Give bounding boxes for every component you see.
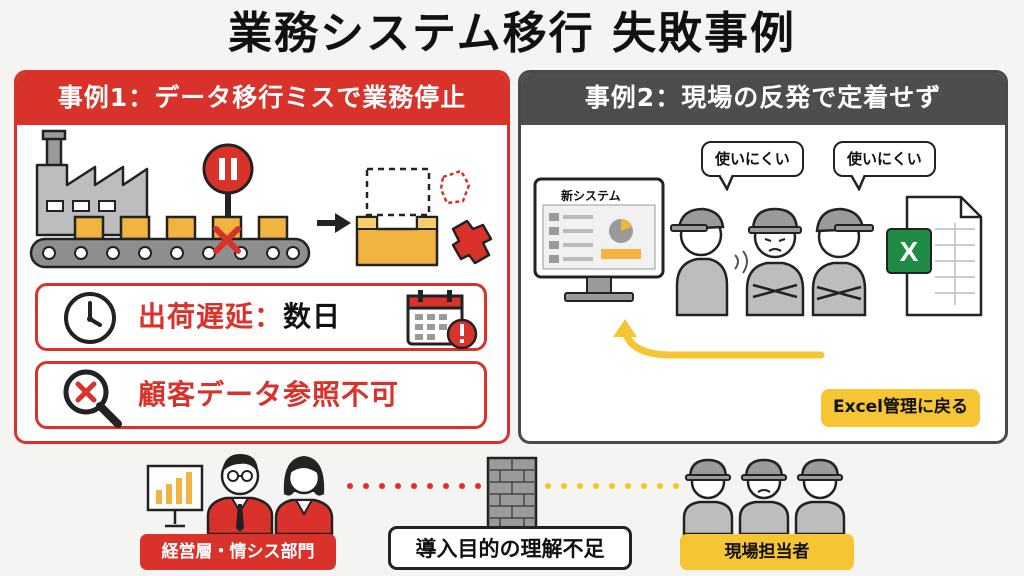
curved-arrow-icon	[613, 319, 825, 359]
case2-body: X 新システム 使いにくい 使いにくい Excel管理に戻る	[521, 125, 1005, 441]
worker-icon	[745, 207, 805, 317]
page-title: 業務システム移行 失敗事例	[228, 8, 796, 59]
case1-panel: 事例1：データ移行ミスで業務停止	[14, 70, 510, 444]
yellow-dotted-line	[545, 483, 679, 489]
worker-icon	[811, 207, 874, 317]
shipping-delay-text: 出荷遅延：数日	[138, 286, 341, 348]
calendar-alert-icon	[406, 290, 478, 350]
case2-heading: 事例2：現場の反発で定着せず	[521, 73, 1005, 125]
chart-board-icon	[146, 464, 204, 528]
case1-illustration	[29, 129, 493, 269]
shipping-delay-box: 出荷遅延：数日	[35, 283, 487, 351]
worker-icon	[794, 458, 846, 536]
bottom-illustration	[146, 454, 846, 536]
speech-bubble-1: 使いにくい	[701, 141, 804, 177]
case2-panel: 事例2：現場の反発で定着せず	[518, 70, 1008, 444]
puzzle-piece-icon	[439, 169, 493, 265]
case1-heading: 事例1：データ移行ミスで業務停止	[17, 73, 507, 125]
misunderstanding-label: 導入目的の理解不足	[388, 526, 632, 570]
worker-icon	[670, 207, 729, 317]
pause-icon	[202, 143, 254, 217]
manager-icon	[206, 454, 274, 536]
factory-icon	[35, 129, 149, 237]
magnifier-cross-icon	[63, 369, 122, 428]
shipping-delay-value: 数日	[283, 300, 342, 333]
arrow-right-icon	[317, 213, 351, 233]
bubble-tail-1	[717, 175, 735, 191]
worker-icon	[738, 458, 790, 536]
brick-wall-icon	[486, 456, 538, 532]
monitor-icon	[533, 177, 665, 302]
manager-icon	[274, 456, 334, 536]
conveyor-belt-icon	[29, 237, 311, 269]
management-label: 経営層・情シス部門	[140, 534, 336, 570]
new-system-label: 新システム	[561, 189, 621, 203]
red-dotted-line	[347, 483, 481, 489]
shipping-delay-label: 出荷遅延：	[138, 300, 284, 333]
clock-icon	[64, 292, 116, 344]
customer-data-text: 顧客データ参照不可	[138, 378, 400, 411]
case1-body: 出荷遅延：数日	[17, 125, 507, 441]
case2-illustration: X	[533, 177, 983, 359]
excel-return-tag: Excel管理に戻る	[821, 389, 981, 427]
excel-file-icon: X	[886, 195, 983, 317]
customer-data-box: 顧客データ参照不可	[35, 361, 487, 429]
site-staff-label: 現場担当者	[680, 534, 854, 570]
bubble-tail-2	[849, 175, 867, 191]
excel-letter: X	[900, 236, 919, 267]
speech-bubble-2: 使いにくい	[833, 141, 936, 177]
empty-box-icon	[355, 167, 439, 267]
worker-icon	[682, 458, 734, 536]
sound-lines	[734, 250, 748, 274]
cross-icon	[213, 226, 241, 254]
